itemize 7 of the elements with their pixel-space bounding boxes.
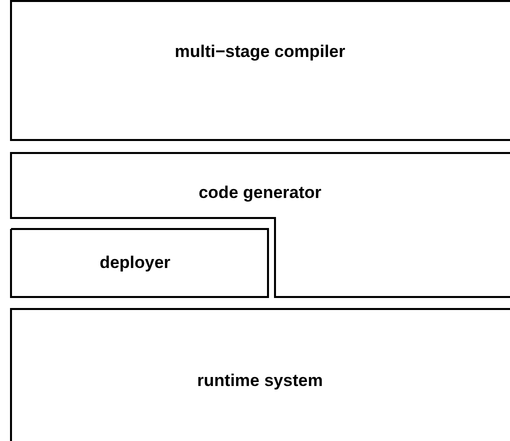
compiler-box — [10, 0, 510, 141]
node-label: runtime system — [196, 370, 324, 392]
node-label: multi−stage compiler — [174, 41, 346, 63]
runtime-box — [10, 308, 510, 441]
generator-panel — [10, 152, 510, 298]
node-label: deployer — [98, 252, 172, 274]
node-label: code generator — [198, 182, 322, 204]
